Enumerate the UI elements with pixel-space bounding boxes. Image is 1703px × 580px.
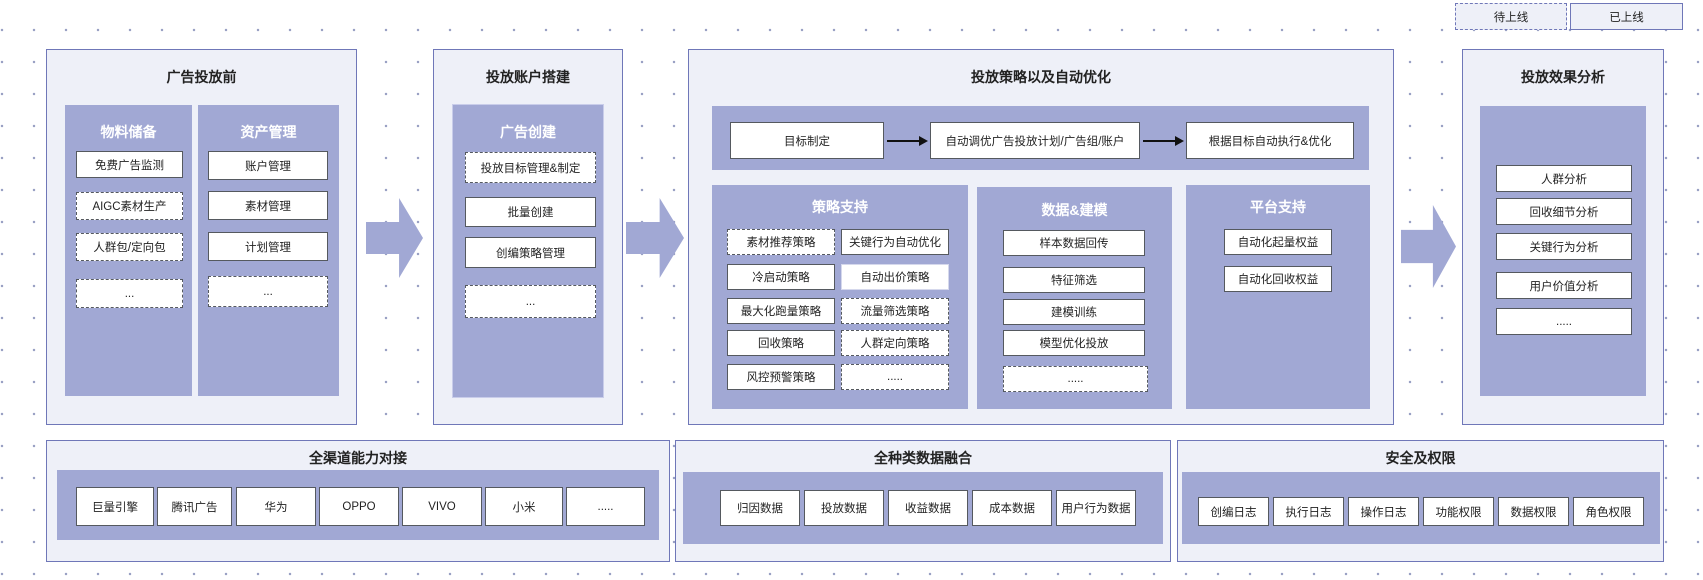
creation-item: 创编策略管理 <box>465 237 596 268</box>
security-item: 创编日志 <box>1198 497 1269 526</box>
support-item: 冷启动策略 <box>727 264 835 290</box>
flow-arrow-3 <box>1401 205 1456 288</box>
creation-item: ... <box>465 285 596 318</box>
security-item: 执行日志 <box>1273 497 1344 526</box>
platform-title: 平台支持 <box>1250 199 1306 215</box>
flow-step: 目标制定 <box>730 122 884 159</box>
channel-item: 小米 <box>485 487 563 526</box>
data-fusion-item: 归因数据 <box>720 490 800 526</box>
security-item: 操作日志 <box>1348 497 1419 526</box>
platform-band <box>1186 185 1370 409</box>
channel-item: 华为 <box>236 487 316 526</box>
channel-item: VIVO <box>402 487 482 526</box>
modeling-item: 特征筛选 <box>1003 267 1145 293</box>
flow-step: 自动调优广告投放计划/广告组/账户 <box>930 122 1140 159</box>
analysis-item: 用户价值分析 <box>1496 272 1632 299</box>
material-item: ... <box>76 279 183 308</box>
flow-arrowhead <box>919 136 928 146</box>
platform-item: 自动化起量权益 <box>1224 229 1332 255</box>
security-item: 功能权限 <box>1423 497 1494 526</box>
asset-item: 计划管理 <box>208 232 328 261</box>
support-item: 流量筛选策略 <box>841 298 949 324</box>
support-item: 风控预警策略 <box>727 364 835 390</box>
flow-arrow-2 <box>626 198 684 278</box>
creation-item: 批量创建 <box>465 197 596 227</box>
channel-item: ..... <box>566 487 645 526</box>
security-title: 安全及权限 <box>1385 450 1456 466</box>
stage-strategy-title: 投放策略以及自动优化 <box>971 69 1111 85</box>
stage-analysis-title: 投放效果分析 <box>1521 69 1605 85</box>
flow-connector <box>1143 140 1176 142</box>
support-item: 最大化跑量策略 <box>727 298 835 324</box>
support-item: 关键行为自动优化 <box>841 229 949 255</box>
legend-online: 已上线 <box>1570 3 1683 30</box>
analysis-item: 人群分析 <box>1496 165 1632 192</box>
material-item: 免费广告监测 <box>76 151 183 178</box>
flow-arrowhead <box>1175 136 1184 146</box>
modeling-item: 样本数据回传 <box>1003 230 1145 256</box>
stage-pre-title: 广告投放前 <box>166 69 237 85</box>
analysis-item: 关键行为分析 <box>1496 233 1632 260</box>
data-fusion-title: 全种类数据融合 <box>874 450 972 466</box>
asset-item: 素材管理 <box>208 191 328 220</box>
support-item: ..... <box>841 364 949 390</box>
stage-account-title: 投放账户搭建 <box>486 69 570 85</box>
data-fusion-item: 投放数据 <box>804 490 884 526</box>
support-item: 自动出价策略 <box>841 264 949 290</box>
support-title: 策略支持 <box>812 199 868 215</box>
creation-title: 广告创建 <box>500 124 556 140</box>
data-fusion-item: 成本数据 <box>972 490 1052 526</box>
support-item: 素材推荐策略 <box>727 229 835 255</box>
modeling-item: ..... <box>1003 366 1148 392</box>
modeling-title: 数据&建模 <box>1041 202 1108 218</box>
materials-title: 物料储备 <box>100 124 157 140</box>
flow-connector <box>887 140 920 142</box>
legend-pending: 待上线 <box>1455 3 1567 30</box>
modeling-item: 建模训练 <box>1003 299 1145 325</box>
flow-step: 根据目标自动执行&优化 <box>1186 122 1354 159</box>
asset-item: 账户管理 <box>208 151 328 180</box>
analysis-item: 回收细节分析 <box>1496 198 1632 225</box>
creation-item: 投放目标管理&制定 <box>465 152 596 183</box>
analysis-item: ..... <box>1496 308 1632 335</box>
material-item: 人群包/定向包 <box>76 233 183 261</box>
flow-arrow-1 <box>366 198 423 278</box>
platform-item: 自动化回收权益 <box>1224 266 1332 292</box>
security-item: 角色权限 <box>1573 497 1644 526</box>
channels-title: 全渠道能力对接 <box>309 450 407 466</box>
assets-title: 资产管理 <box>240 124 297 140</box>
asset-item: ... <box>208 276 328 307</box>
material-item: AIGC素材生产 <box>76 192 183 220</box>
data-fusion-item: 用户行为数据 <box>1056 490 1136 526</box>
data-fusion-item: 收益数据 <box>888 490 968 526</box>
support-item: 人群定向策略 <box>841 330 949 356</box>
channel-item: 腾讯广告 <box>157 487 232 526</box>
security-item: 数据权限 <box>1498 497 1569 526</box>
support-item: 回收策略 <box>727 330 835 356</box>
modeling-item: 模型优化投放 <box>1003 330 1145 356</box>
channel-item: OPPO <box>319 487 399 526</box>
channel-item: 巨量引擎 <box>76 487 154 526</box>
